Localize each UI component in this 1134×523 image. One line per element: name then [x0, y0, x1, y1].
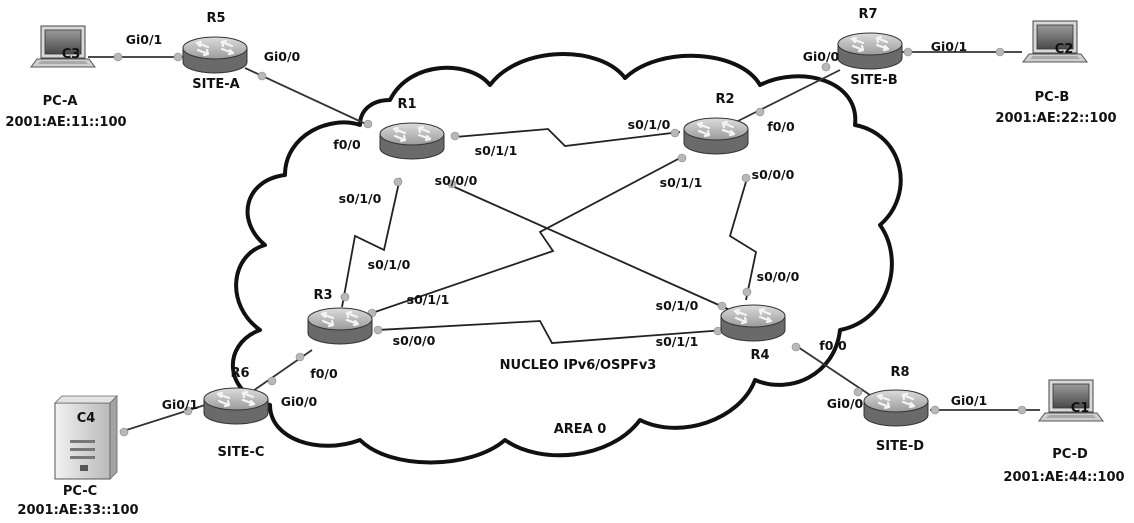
pc-a-ip: 2001:AE:11::100 [5, 115, 126, 130]
serial-r2-r4 [728, 174, 758, 301]
pc-b-screen-label: C2 [1055, 42, 1074, 57]
router-r3[interactable] [306, 306, 374, 346]
serial-r3-r4 [377, 320, 726, 344]
router-r6[interactable] [202, 386, 270, 426]
if-r1-s010: s0/1/0 [339, 191, 382, 206]
if-r8-gi00: Gi0/0 [827, 396, 864, 411]
if-r6-gi00: Gi0/0 [281, 394, 318, 409]
pc-a-name: PC-A [43, 94, 78, 109]
if-r1-s011: s0/1/1 [475, 143, 518, 158]
if-r3-s011: s0/1/1 [407, 292, 450, 307]
if-r2-s011: s0/1/1 [660, 175, 703, 190]
router-r6-name: R6 [230, 366, 249, 381]
if-r3-s000: s0/0/0 [393, 333, 436, 348]
pc-c-name: PC-C [63, 484, 97, 499]
router-r7[interactable] [836, 31, 904, 71]
if-r2-s000: s0/0/0 [752, 167, 795, 182]
if-r8-gi01: Gi0/1 [951, 393, 988, 408]
site-b-label: SITE-B [850, 73, 897, 88]
serial-r1-r4 [449, 184, 731, 311]
if-r6-gi01: Gi0/1 [162, 397, 199, 412]
pc-c-screen-label: C4 [77, 411, 96, 426]
if-r4-s011: s0/1/1 [656, 334, 699, 349]
core-cloud-shape [231, 52, 903, 465]
if-r3-s010: s0/1/0 [368, 257, 411, 272]
if-r2-f00: f0/0 [767, 119, 795, 134]
pc-b-name: PC-B [1035, 90, 1070, 105]
serial-r1-r3 [341, 177, 401, 308]
if-r7-gi01: Gi0/1 [931, 39, 968, 54]
if-r1-s000: s0/0/0 [435, 173, 478, 188]
router-r5[interactable] [181, 35, 249, 75]
router-r2[interactable] [682, 116, 750, 156]
if-r5-gi01: Gi0/1 [126, 32, 163, 47]
router-r2-name: R2 [715, 92, 734, 107]
router-r3-name: R3 [313, 288, 332, 303]
router-r8[interactable] [862, 388, 930, 428]
serial-links [341, 128, 758, 344]
if-r3-f00: f0/0 [310, 366, 338, 381]
pc-b-ip: 2001:AE:22::100 [995, 111, 1116, 126]
if-r4-s000: s0/0/0 [757, 269, 800, 284]
pc-d-ip: 2001:AE:44::100 [1003, 470, 1124, 485]
router-r5-name: R5 [206, 11, 225, 26]
area-label: AREA 0 [554, 422, 607, 437]
if-r7-gi00: Gi0/0 [803, 49, 840, 64]
pc-c-ip: 2001:AE:33::100 [17, 503, 138, 518]
pc-d-screen-label: C1 [1071, 401, 1090, 416]
site-d-label: SITE-D [876, 439, 924, 454]
serial-r2-r3 [374, 157, 681, 313]
router-r1-name: R1 [397, 97, 416, 112]
if-r5-gi00: Gi0/0 [264, 49, 301, 64]
if-r2-s010: s0/1/0 [628, 117, 671, 132]
site-c-label: SITE-C [218, 445, 265, 460]
router-r4[interactable] [719, 303, 787, 343]
link-r4-r8 [794, 344, 871, 396]
router-r7-name: R7 [858, 7, 877, 22]
site-a-label: SITE-A [192, 77, 239, 92]
core-network-label: NUCLEO IPv6/OSPFv3 [500, 358, 657, 373]
pc-d-name: PC-D [1052, 447, 1088, 462]
router-r8-name: R8 [890, 365, 909, 380]
router-r1[interactable] [378, 121, 446, 161]
serial-r1-r2 [454, 128, 681, 147]
link-r7-r2 [729, 69, 841, 126]
if-r4-s010: s0/1/0 [656, 298, 699, 313]
if-r1-f00: f0/0 [333, 137, 361, 152]
server-pc-c[interactable] [54, 395, 118, 480]
pc-a-screen-label: C3 [62, 47, 81, 62]
router-r4-name: R4 [750, 348, 769, 363]
if-r4-f00: f0/0 [819, 338, 847, 353]
